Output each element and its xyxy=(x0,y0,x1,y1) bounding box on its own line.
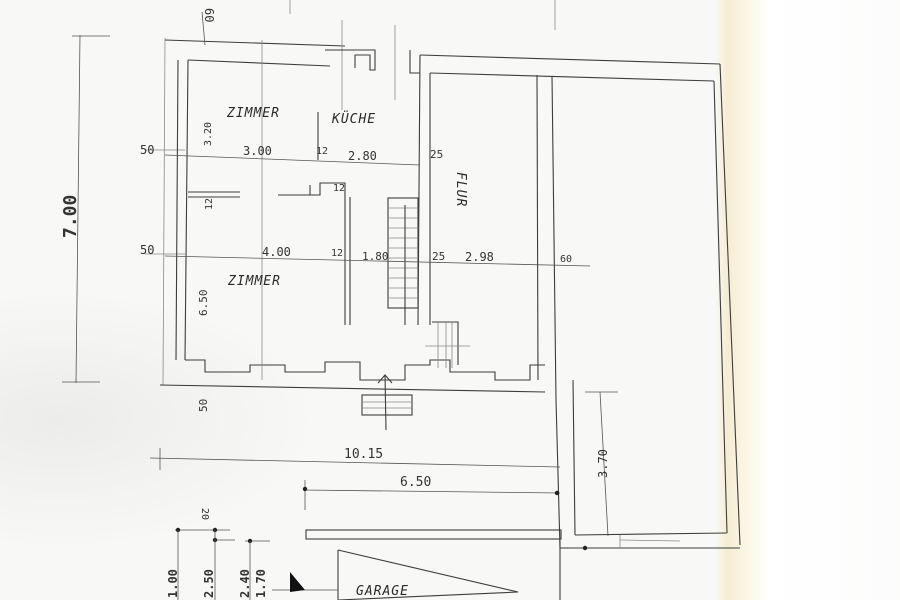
entrance-steps xyxy=(361,374,413,431)
dim-stair-width: 1.80 xyxy=(362,250,389,263)
room-label-garage: GARAGE xyxy=(356,584,409,599)
dim-wall-25-a: 25 xyxy=(430,148,444,161)
dim-lower-zimmer-depth: 6.50 xyxy=(197,289,210,317)
total-height-dimension-line xyxy=(62,34,110,384)
dimension-lines xyxy=(149,11,618,537)
dim-bottom-50: 50 xyxy=(197,398,210,412)
dim-left-50-mid: 50 xyxy=(140,243,155,257)
interior-walls xyxy=(188,0,556,380)
room-label-zimmer-lower: ZIMMER xyxy=(228,274,281,289)
dim-small-2-40: 2.40 xyxy=(238,569,252,598)
dim-small-1-70: 1.70 xyxy=(254,569,268,598)
dim-top-offset: 60 xyxy=(202,8,216,23)
dim-right-depth: 3.70 xyxy=(596,449,610,478)
dim-lower-zimmer-width: 4.00 xyxy=(262,245,291,259)
dim-garage-width: 6.50 xyxy=(400,475,432,490)
room-label-zimmer-upper: ZIMMER xyxy=(227,106,280,121)
staircase xyxy=(387,197,470,368)
room-label-flur: FLUR xyxy=(453,172,468,208)
dim-upper-zimmer-width: 3.00 xyxy=(243,144,272,158)
dim-kueche-width: 2.80 xyxy=(348,149,377,163)
dim-flur-width: 2.98 xyxy=(465,250,494,264)
room-label-kueche: KÜCHE xyxy=(332,112,377,127)
dim-wall-12-a: 12 xyxy=(316,146,329,157)
north-arrow-icon xyxy=(290,572,305,592)
dim-wall-25-b: 25 xyxy=(432,250,446,263)
dim-small-1-00: 1.00 xyxy=(166,569,180,598)
dim-left-50-top: 50 xyxy=(140,143,155,157)
dim-upper-zimmer-depth: 3.20 xyxy=(203,121,214,146)
dim-wall-12-c: 12 xyxy=(333,183,346,194)
dim-small-20: 20 xyxy=(199,508,210,521)
dim-total-width: 10.15 xyxy=(344,447,384,462)
garage-outline xyxy=(175,527,588,600)
dim-small-2-50: 2.50 xyxy=(202,569,216,598)
dim-total-height: 7.00 xyxy=(60,194,81,238)
dim-wall-12-b: 12 xyxy=(204,197,215,210)
dim-right-60: 60 xyxy=(560,254,573,265)
dim-wall-12-d: 12 xyxy=(331,248,344,259)
